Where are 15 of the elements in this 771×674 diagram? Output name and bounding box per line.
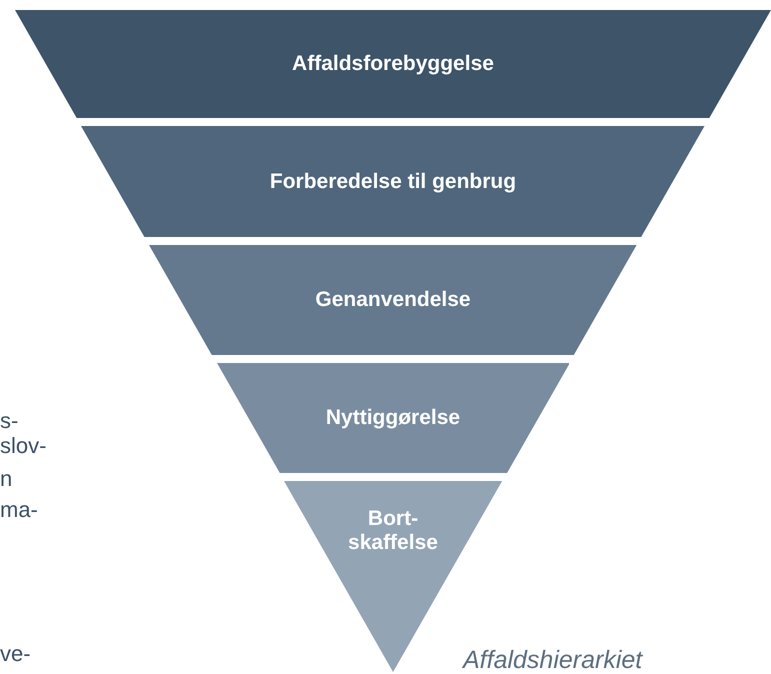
trapezoid-level <box>149 245 637 355</box>
trapezoid-level <box>15 10 771 118</box>
level-label: Genanvendelse <box>314 288 472 312</box>
level-label: Nyttiggørelse <box>324 406 462 430</box>
trapezoid-level <box>81 126 705 237</box>
text-fragment: s- <box>0 408 18 434</box>
caption: Affaldshierarkiet <box>463 646 642 674</box>
text-fragment: ve- <box>0 641 31 667</box>
trapezoid-level <box>216 363 570 473</box>
level-label: Affaldsforebyggelse <box>291 52 495 76</box>
text-fragment: ma- <box>0 497 38 523</box>
level-label: Forberedelse til genbrug <box>268 170 518 194</box>
level-label: Bort- skaffelse <box>347 507 439 555</box>
text-fragment: slov- <box>0 433 46 459</box>
text-fragment: n <box>0 466 12 492</box>
